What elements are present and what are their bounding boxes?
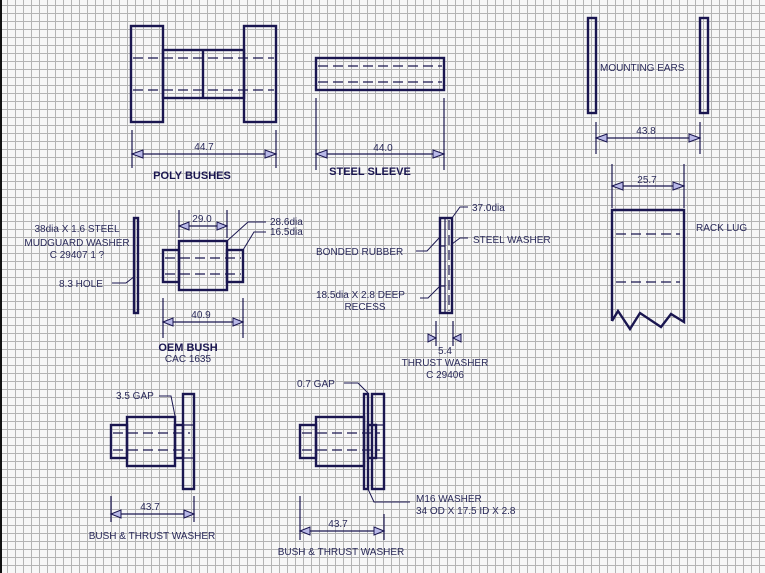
steel-sleeve-title: STEEL SLEEVE [329,166,411,178]
assembly-1-gap-label: 3.5 GAP [116,391,154,402]
thrust-washer-recess-label: 18.5dia X 2.8 DEEP [316,290,405,301]
mudguard-washer-spec: 38dia X 1.6 STEEL [34,224,119,235]
bush-thrust-assembly-1: 3.5 GAP 43.7 BUSH & THRUST WASHER [89,391,216,542]
rack-lug-body [610,208,686,332]
assembly-2-gap-label: 0.7 GAP [297,379,335,390]
mudguard-washer-part: C 29407 1 ? [50,250,105,261]
oem-bush: 29.0 28.6dia 16.5dia 40.9 OEM BUSH CAC 1… [158,210,303,365]
bush-thrust-assembly-2: 0.7 GAP M16 WASHER 34 OD X 17.5 ID X 2.8… [278,379,516,558]
oem-bush-title: OEM BUSH [158,342,217,354]
assembly-1-left-stub [109,423,129,460]
thrust-washer-outer-diameter: 37.0dia [472,203,505,214]
thrust-washer-recess-label-2: RECESS [344,302,385,313]
mounting-ears-outer-dimension: 43.8 [636,126,656,137]
oem-bush-left-stub [161,248,181,284]
thrust-washer-title: THRUST WASHER [402,358,489,369]
oem-bush-right-stub [225,248,245,284]
assembly-2-left-stub [298,423,318,460]
oem-bush-part-number: CAC 1635 [165,354,212,365]
assembly-1-center [125,415,177,468]
steel-sleeve-dimension: 44.0 [373,143,393,154]
assembly-2-washer-spec: 34 OD X 17.5 ID X 2.8 [416,506,516,517]
assembly-1-title: BUSH & THRUST WASHER [89,531,216,542]
poly-bushes: 44.7 POLY BUSHES [129,24,278,182]
assembly-2-dimension: 43.7 [328,519,348,530]
assembly-1-thrust-washer [181,392,196,491]
mounting-ear-left [586,16,598,115]
assembly-1-dimension: 43.7 [140,502,160,513]
assembly-2-center [314,415,366,468]
thrust-washer: 37.0dia STEEL WASHER BONDED RUBBER 18.5d… [316,203,551,381]
poly-bush-left-flange [129,24,165,124]
oem-bush-outer-diameter: 28.6dia [270,217,303,228]
poly-bush-right-flange [242,24,278,124]
assembly-2-washer-label: M16 WASHER [416,494,482,505]
steel-sleeve: 44.0 STEEL SLEEVE [314,56,446,178]
oem-bush-center [177,239,229,292]
rack-lug-label: RACK LUG [696,223,747,234]
oem-bush-inner-diameter: 16.5dia [270,227,303,238]
mudguard-washer: 38dia X 1.6 STEEL MUDGUARD WASHER C 2940… [24,216,140,315]
thrust-washer-body [438,216,454,315]
thrust-washer-rubber-label: BONDED RUBBER [316,247,403,258]
mounting-ears-label: MOUNTING EARS [600,63,685,74]
mudguard-washer-body [132,216,140,315]
oem-bush-center-dimension: 29.0 [192,214,212,225]
steel-sleeve-body [314,56,446,92]
mudguard-washer-name: MUDGUARD WASHER [24,238,129,249]
poly-bushes-title: POLY BUSHES [153,170,231,182]
poly-bushes-dimension: 44.7 [194,142,214,153]
thrust-washer-thickness: 5.4 [438,346,452,357]
mounting-ear-right [698,16,710,115]
mudguard-washer-hole: 8.3 HOLE [59,279,103,290]
assembly-2-title: BUSH & THRUST WASHER [278,547,405,558]
mounting-ears-inner-dimension: 25.7 [637,175,657,186]
assembly-2-thrust-washer [370,392,386,491]
oem-bush-length-dimension: 40.9 [191,310,211,321]
thrust-washer-steel-label: STEEL WASHER [473,235,551,246]
mounting-ears: MOUNTING EARS 43.8 25.7 [586,16,710,208]
thrust-washer-part-number: C 29406 [426,370,464,381]
rack-lug: RACK LUG [610,208,747,332]
